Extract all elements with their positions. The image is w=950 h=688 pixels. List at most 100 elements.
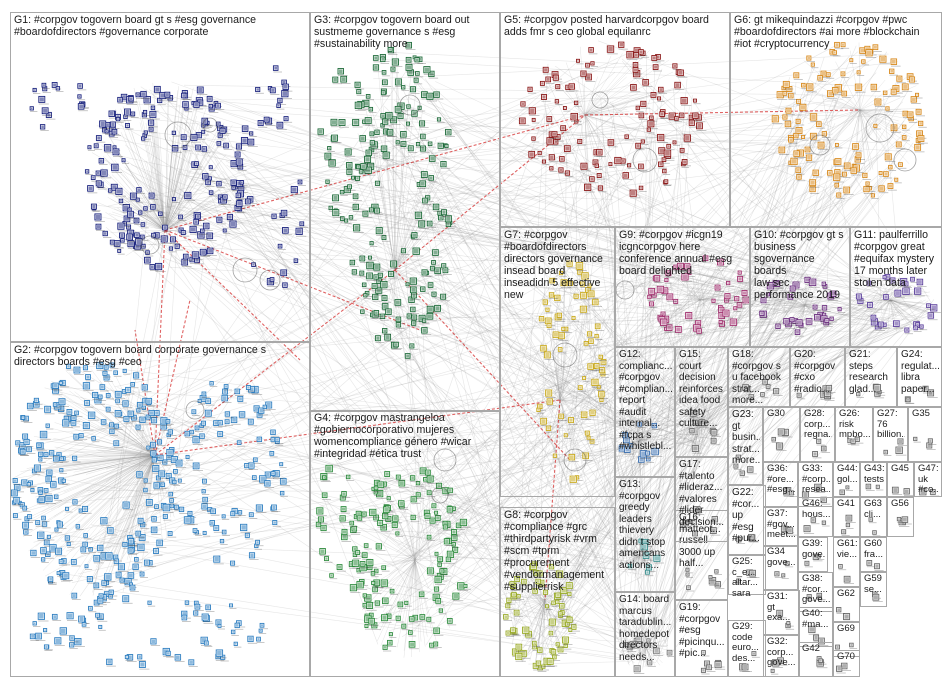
group-box-g20: G20: #corpgov #cxo #radio... (790, 347, 845, 407)
group-label-g47: G47: uk #co... (918, 464, 939, 496)
group-label-g38: G38: #cor... gove... (802, 574, 830, 606)
group-label-g70: G70 (837, 652, 857, 663)
group-label-g19: G19: #corpgov #esg #picinqu... #pic... (679, 602, 725, 660)
group-label-g37: G37: #gov... meet... (767, 509, 795, 541)
group-label-g61: G61: vie... (837, 539, 857, 560)
group-box-g18: G18: #corpgov s u facebook strat... more… (728, 347, 790, 407)
group-box-g70: G70 (833, 650, 860, 677)
group-label-g39: G39: gove... (802, 539, 825, 560)
group-label-g6: G6: gt mikequindazzi #corpgov #pwc #boar… (734, 14, 939, 50)
group-box-g61: G61: vie... (833, 537, 860, 587)
group-box-g30: G30 (763, 407, 800, 462)
group-box-g31: G31: gt exa... (763, 590, 800, 635)
group-box-g41: G41 (833, 497, 860, 537)
group-box-g19: G19: #corpgov #esg #picinqu... #pic... (675, 600, 728, 677)
group-label-g3: G3: #corpgov togovern board out sustmeme… (314, 14, 497, 50)
group-box-g37: G37: #gov... meet... (763, 507, 798, 547)
group-box-g9: G9: #corpgov #icgn19 icgncorpgov here co… (615, 227, 750, 347)
group-label-g30: G30 (767, 409, 797, 420)
group-label-g20: G20: #corpgov #cxo #radio... (794, 349, 842, 395)
group-box-g1: G1: #corpgov togovern board gt s #esg go… (10, 12, 310, 342)
group-label-g42: G42 (802, 644, 830, 655)
group-label-g62: G62 (837, 589, 857, 600)
group-label-g34: G34 gove... (767, 547, 795, 568)
group-box-g32: G32: corp... gove... (763, 635, 800, 677)
group-label-g46: G46: hous... (802, 499, 830, 520)
group-box-g25: G25: c_e... altar... sara (728, 555, 766, 595)
group-box-g24: G24: regulat... libra paper... (897, 347, 942, 407)
group-box-g23: G23: gt busin... strat... more... (728, 407, 763, 485)
group-box-g15: G15: court decision reinforces idea food… (675, 347, 728, 457)
group-label-g41: G41 (837, 499, 857, 510)
group-box-g28: G28: corp... regna... (800, 407, 835, 462)
group-box-g44: G44: gol... (833, 462, 860, 497)
group-label-g29: G29: code euro... des... (732, 622, 763, 664)
group-box-g6: G6: gt mikequindazzi #corpgov #pwc #boar… (730, 12, 942, 227)
group-box-g59: G59 se... (860, 572, 887, 607)
group-label-g25: G25: c_e... altar... sara (732, 557, 763, 599)
group-label-g11: G11: paulferrillo #corpgov great #equifa… (854, 229, 939, 289)
group-box-g47: G47: uk #co... (914, 462, 942, 497)
group-label-g28: G28: corp... regna... (804, 409, 832, 441)
group-label-g22: G22: #cor... up #esg #pur... (732, 487, 763, 545)
group-box-g7: G7: #corpgov #boardofdirectors directors… (500, 227, 615, 497)
group-label-g15: G15: court decision reinforces idea food… (679, 349, 725, 430)
group-label-g7: G7: #corpgov #boardofdirectors directors… (504, 229, 612, 301)
group-box-g36: G36: #ore... #esg... (763, 462, 798, 507)
group-label-g1: G1: #corpgov togovern board gt s #esg go… (14, 14, 307, 38)
group-box-g62: G62 (833, 587, 860, 622)
group-box-g4: G4: #corpgov mastrangeloa #gobiernocorpo… (310, 410, 500, 677)
group-label-g69: G69 (837, 624, 857, 635)
group-label-g17: G17: #talento #lideraz... #valores #lide… (679, 459, 725, 528)
group-box-g13: G13: #corpgov greedy leaders thievery di… (615, 477, 675, 592)
group-label-g44: G44: gol... (837, 464, 857, 485)
group-label-g8: G8: #corpgov #compliance #grc #thirdpart… (504, 509, 612, 593)
group-label-g63: G63 cli... (864, 499, 884, 520)
group-label-g26: G26: risk mpbo... (839, 409, 870, 441)
group-label-g18: G18: #corpgov s u facebook strat... more… (732, 349, 787, 407)
group-label-g4: G4: #corpgov mastrangeloa #gobiernocorpo… (314, 412, 497, 460)
group-box-g11: G11: paulferrillo #corpgov great #equifa… (850, 227, 942, 347)
group-box-g38: G38: #cor... gove... (798, 572, 833, 612)
group-box-g26: G26: risk mpbo... (835, 407, 873, 462)
group-label-g13: G13: #corpgov greedy leaders thievery di… (619, 479, 672, 571)
group-label-g60: G60 fra... (864, 539, 884, 560)
group-box-g40: G40: #ma... (798, 607, 833, 647)
group-box-g39: G39: gove... (798, 537, 828, 572)
group-label-g2: G2: #corpgov togovern board corporate go… (14, 344, 307, 368)
group-label-g59: G59 se... (864, 574, 884, 595)
group-box-g12: G12: complianc... #corpgov #complian... … (615, 347, 675, 477)
group-box-g60: G60 fra... (860, 537, 887, 572)
group-box-g2: G2: #corpgov togovern board corporate go… (10, 342, 310, 677)
group-label-g9: G9: #corpgov #icgn19 icgncorpgov here co… (619, 229, 747, 277)
group-label-g10: G10: #corpgov gt s business sgovernance … (754, 229, 847, 301)
group-box-g29: G29: code euro... des... (728, 620, 766, 677)
group-label-g36: G36: #ore... #esg... (767, 464, 795, 496)
group-label-g32: G32: corp... gove... (767, 637, 797, 669)
group-label-g21: G21: steps research glad... (849, 349, 894, 395)
group-box-g27: G27: 76 billion... (873, 407, 908, 462)
group-label-g40: G40: #ma... (802, 609, 830, 630)
group-box-g8: G8: #corpgov #compliance #grc #thirdpart… (500, 507, 615, 677)
group-label-g27: G27: 76 billion... (877, 409, 905, 441)
group-label-g31: G31: gt exa... (767, 592, 797, 624)
group-label-g56: G56 (891, 499, 911, 510)
group-label-g43: G43: tests (864, 464, 884, 485)
group-box-g46: G46: hous... (798, 497, 833, 537)
group-box-g63: G63 cli... (860, 497, 887, 537)
group-box-g56: G56 (887, 497, 914, 537)
group-label-g24: G24: regulat... libra paper... (901, 349, 939, 395)
group-label-g33: G33: #corp... resea... (802, 464, 830, 496)
group-box-g43: G43: tests (860, 462, 887, 497)
group-box-g14: G14: board marcus taradublin... homedepo… (615, 592, 675, 677)
group-box-g22: G22: #cor... up #esg #pur... (728, 485, 766, 555)
group-label-g23: G23: gt busin... strat... more... (732, 409, 760, 467)
group-label-g35: G35 (912, 409, 939, 420)
group-box-g35: G35 (908, 407, 942, 462)
group-box-g10: G10: #corpgov gt s business sgovernance … (750, 227, 850, 347)
group-box-g21: G21: steps research glad... (845, 347, 897, 407)
group-label-g45: G45 (891, 464, 911, 475)
group-box-g5: G5: #corpgov posted harvardcorpgov board… (500, 12, 730, 227)
group-box-g34: G34 gove... (763, 545, 798, 590)
